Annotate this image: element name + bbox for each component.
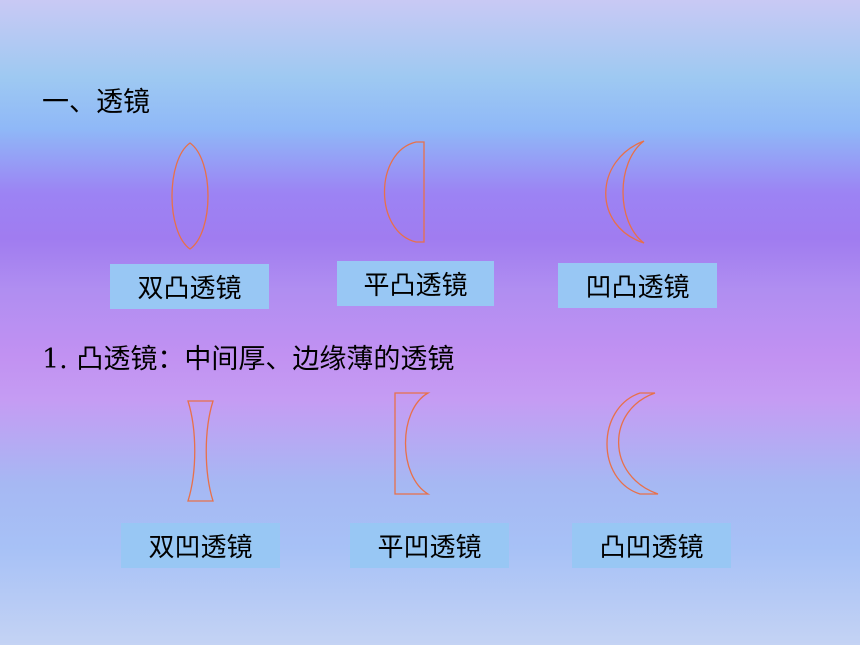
convex-lens-definition: 1. 凸透镜：中间厚、边缘薄的透镜 bbox=[42, 344, 455, 375]
plano-convex-lens-shape bbox=[384, 141, 425, 243]
biconcave-lens-shape bbox=[187, 400, 214, 502]
concave-convex-lens-shape bbox=[605, 140, 645, 244]
convex-concave-lens-shape bbox=[606, 392, 659, 495]
plano-concave-lens-shape bbox=[394, 392, 431, 495]
biconcave-label: 双凹透镜 bbox=[121, 523, 280, 568]
plano-concave-label: 平凹透镜 bbox=[350, 523, 509, 568]
concave-convex-label: 凹凸透镜 bbox=[558, 263, 717, 308]
plano-convex-label: 平凸透镜 bbox=[337, 261, 494, 306]
convex-concave-label: 凸凹透镜 bbox=[572, 523, 731, 568]
section-title: 一、透镜 bbox=[42, 87, 150, 118]
biconvex-lens-shape bbox=[171, 142, 209, 250]
biconvex-label: 双凸透镜 bbox=[110, 264, 269, 309]
